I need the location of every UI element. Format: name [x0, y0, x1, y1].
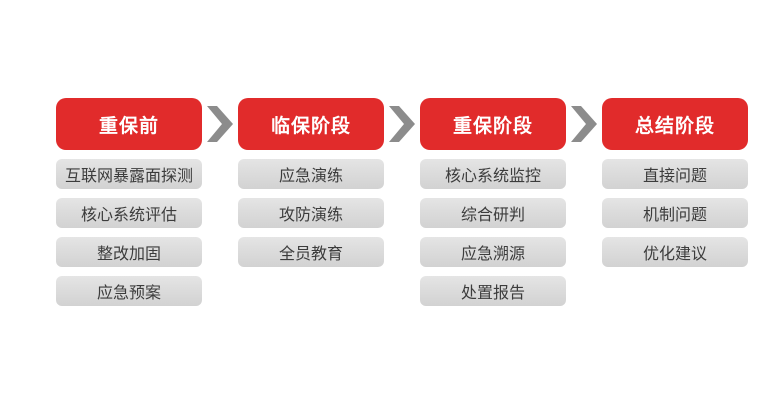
phase-items: 互联网暴露面探测 核心系统评估 整改加固 应急预案 [56, 159, 202, 306]
phase-header: 总结阶段 [602, 98, 748, 150]
item-box: 互联网暴露面探测 [56, 159, 202, 189]
phase-header: 临保阶段 [238, 98, 384, 150]
phase-header: 重保阶段 [420, 98, 566, 150]
arrow-slot [202, 98, 238, 150]
item-box: 综合研判 [420, 198, 566, 228]
item-box: 直接问题 [602, 159, 748, 189]
arrow-slot [566, 98, 602, 150]
phase-items: 核心系统监控 综合研判 应急溯源 处置报告 [420, 159, 566, 306]
phase-items: 直接问题 机制问题 优化建议 [602, 159, 748, 267]
item-box: 应急预案 [56, 276, 202, 306]
phase-header: 重保前 [56, 98, 202, 150]
item-box: 应急溯源 [420, 237, 566, 267]
phase-column-pre-protection: 重保前 互联网暴露面探测 核心系统评估 整改加固 应急预案 [56, 98, 202, 306]
phase-flow: 重保前 互联网暴露面探测 核心系统评估 整改加固 应急预案 临保阶段 应急演练 … [56, 98, 748, 306]
item-box: 整改加固 [56, 237, 202, 267]
item-box: 优化建议 [602, 237, 748, 267]
chevron-right-icon [389, 106, 415, 142]
item-box: 核心系统评估 [56, 198, 202, 228]
item-box: 攻防演练 [238, 198, 384, 228]
item-box: 机制问题 [602, 198, 748, 228]
phase-items: 应急演练 攻防演练 全员教育 [238, 159, 384, 267]
item-box: 全员教育 [238, 237, 384, 267]
item-box: 核心系统监控 [420, 159, 566, 189]
chevron-right-icon [207, 106, 233, 142]
chevron-right-icon [571, 106, 597, 142]
phase-column-temp-protection: 临保阶段 应急演练 攻防演练 全员教育 [238, 98, 384, 267]
phase-column-key-protection: 重保阶段 核心系统监控 综合研判 应急溯源 处置报告 [420, 98, 566, 306]
item-box: 应急演练 [238, 159, 384, 189]
arrow-slot [384, 98, 420, 150]
item-box: 处置报告 [420, 276, 566, 306]
phase-column-summary: 总结阶段 直接问题 机制问题 优化建议 [602, 98, 748, 267]
